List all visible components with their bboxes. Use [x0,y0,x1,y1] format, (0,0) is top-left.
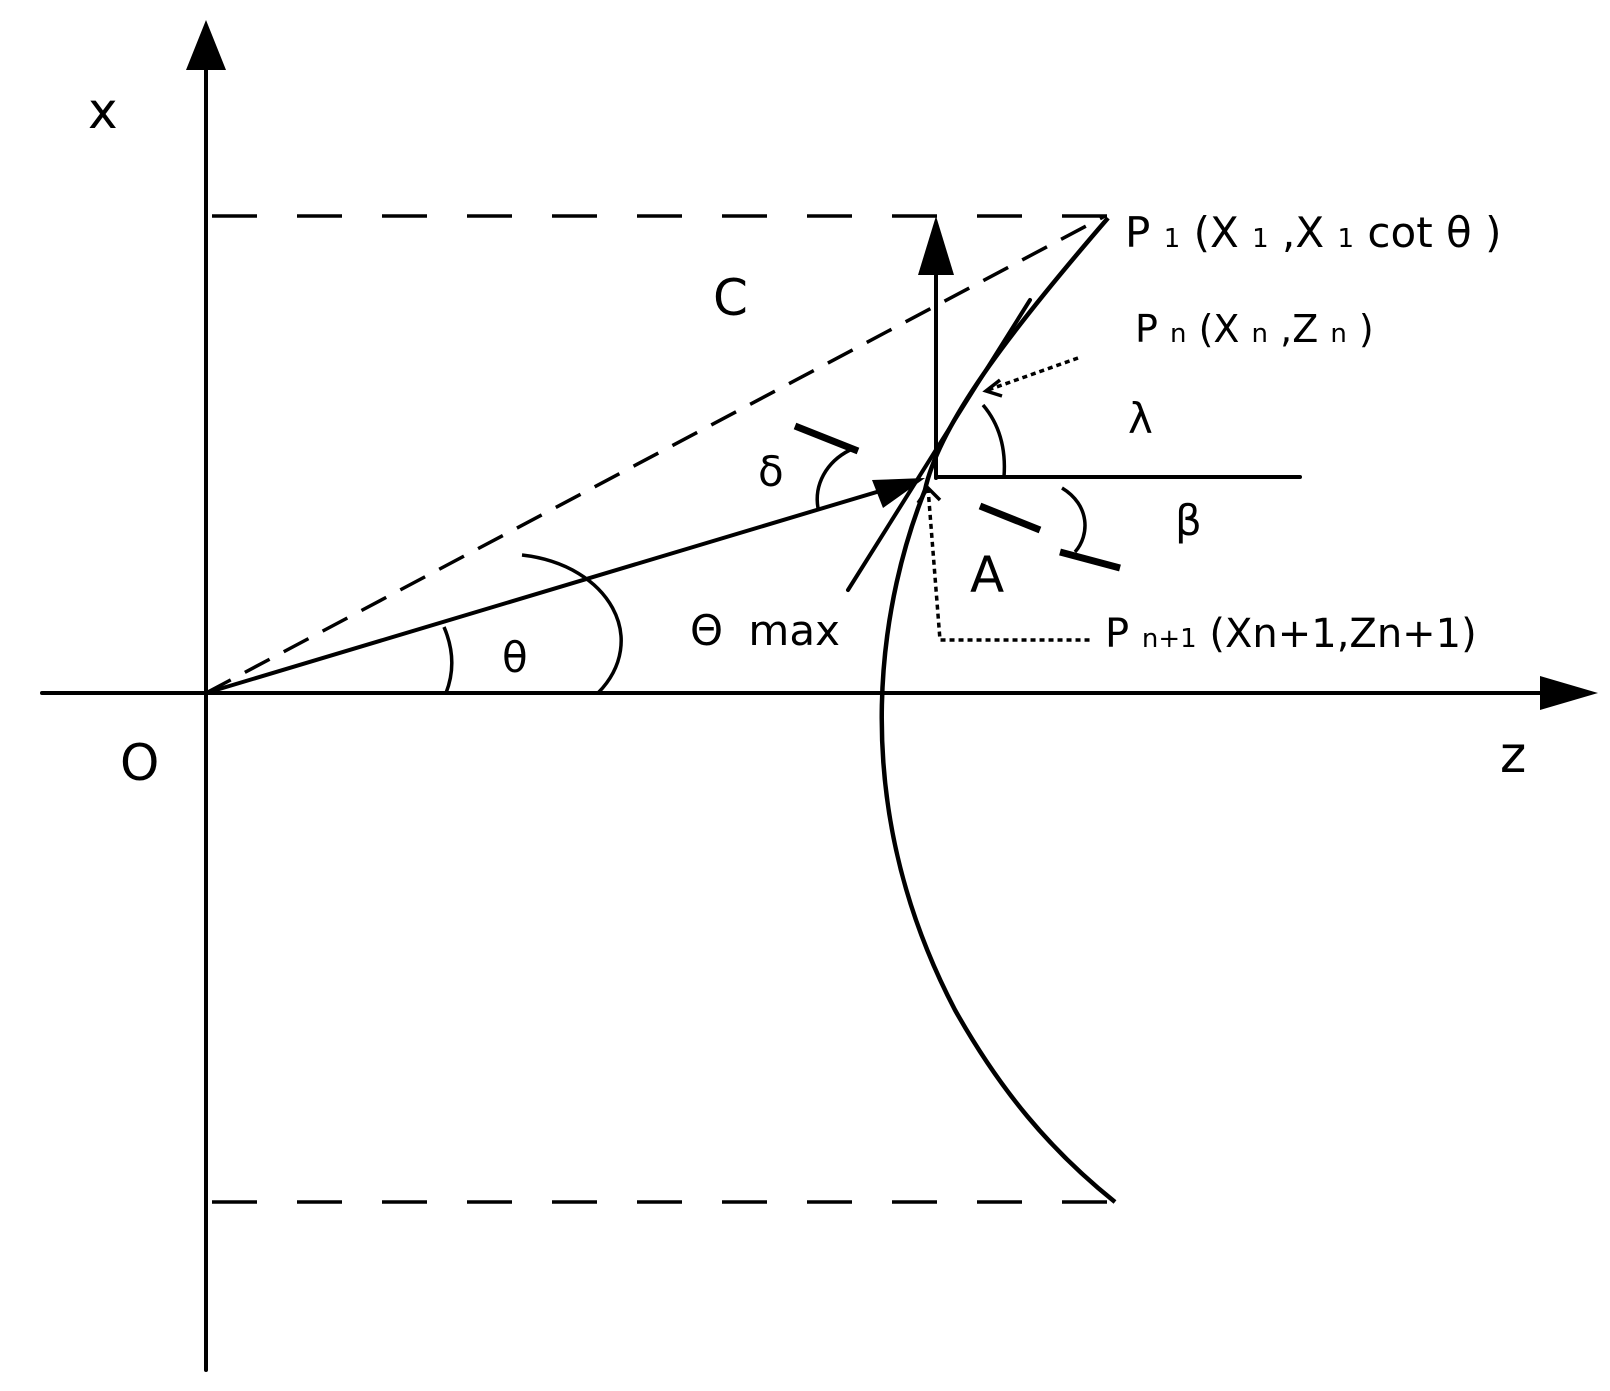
theta-label: θ [502,633,528,682]
lambda-label: λ [1128,394,1153,443]
theta-max-symbol: Θ [690,606,723,655]
pn-open: (X [1199,307,1240,351]
delta-arc [815,448,851,509]
pn-sub2: n [1252,319,1268,349]
z-axis-arrowhead [1540,676,1598,710]
pn1-p: P [1105,611,1129,657]
pn1-label: P n+1 (Xn+1,Zn+1) [1105,611,1477,657]
tangent-line [846,298,1032,592]
x-axis-label: x [88,82,118,140]
pn-tail: ) [1359,307,1374,351]
pn-p: P [1135,307,1158,351]
pn1-sub1: n+1 [1142,624,1197,654]
pn-mid: ,Z [1280,307,1318,351]
origin-label: O [120,734,159,792]
p1-tail: cot θ ) [1367,208,1501,257]
dashed-ray-to-p1 [205,214,1106,695]
p1-sub3: 1 [1338,224,1355,254]
theta-arc [442,626,454,694]
pn-sub3: n [1330,319,1346,349]
pn-label: P n (X n ,Z n ) [1135,307,1374,351]
a-label: A [970,546,1004,604]
p1-p: P [1125,208,1150,257]
pn1-tail: (Xn+1,Zn+1) [1209,611,1476,657]
p1-sub1: 1 [1164,224,1181,254]
p1-sub2: 1 [1252,224,1269,254]
lambda-arc [981,403,1007,478]
theta-max-label: Θ max [690,606,840,655]
x-axis-arrowhead [186,20,226,70]
pn1-leader-dotted [926,487,1092,642]
pn-leader-dotted [987,356,1079,392]
beta-arc [1061,486,1087,554]
beta-label: β [1175,496,1202,545]
theta-max-text: max [748,606,840,655]
p1-label: P 1 (X 1 ,X 1 cot θ ) [1125,208,1501,257]
p1-mid: ,X [1282,208,1324,257]
theta-max-arc [521,553,623,695]
z-axis-label: z [1500,726,1526,784]
a-tick [978,502,1042,534]
c-label: C [713,269,748,327]
pn1-leader-arrow [916,485,942,504]
pn-leader-arrow [982,378,1003,398]
shock-curve [879,216,1117,1204]
delta-tick [793,422,860,455]
p1-open: (X [1194,208,1239,257]
beta-tick [1059,548,1121,572]
ray-o-to-a [204,486,892,695]
pn-sub1: n [1170,319,1186,349]
delta-label: δ [758,447,784,496]
vertical-arrowhead [918,216,954,275]
